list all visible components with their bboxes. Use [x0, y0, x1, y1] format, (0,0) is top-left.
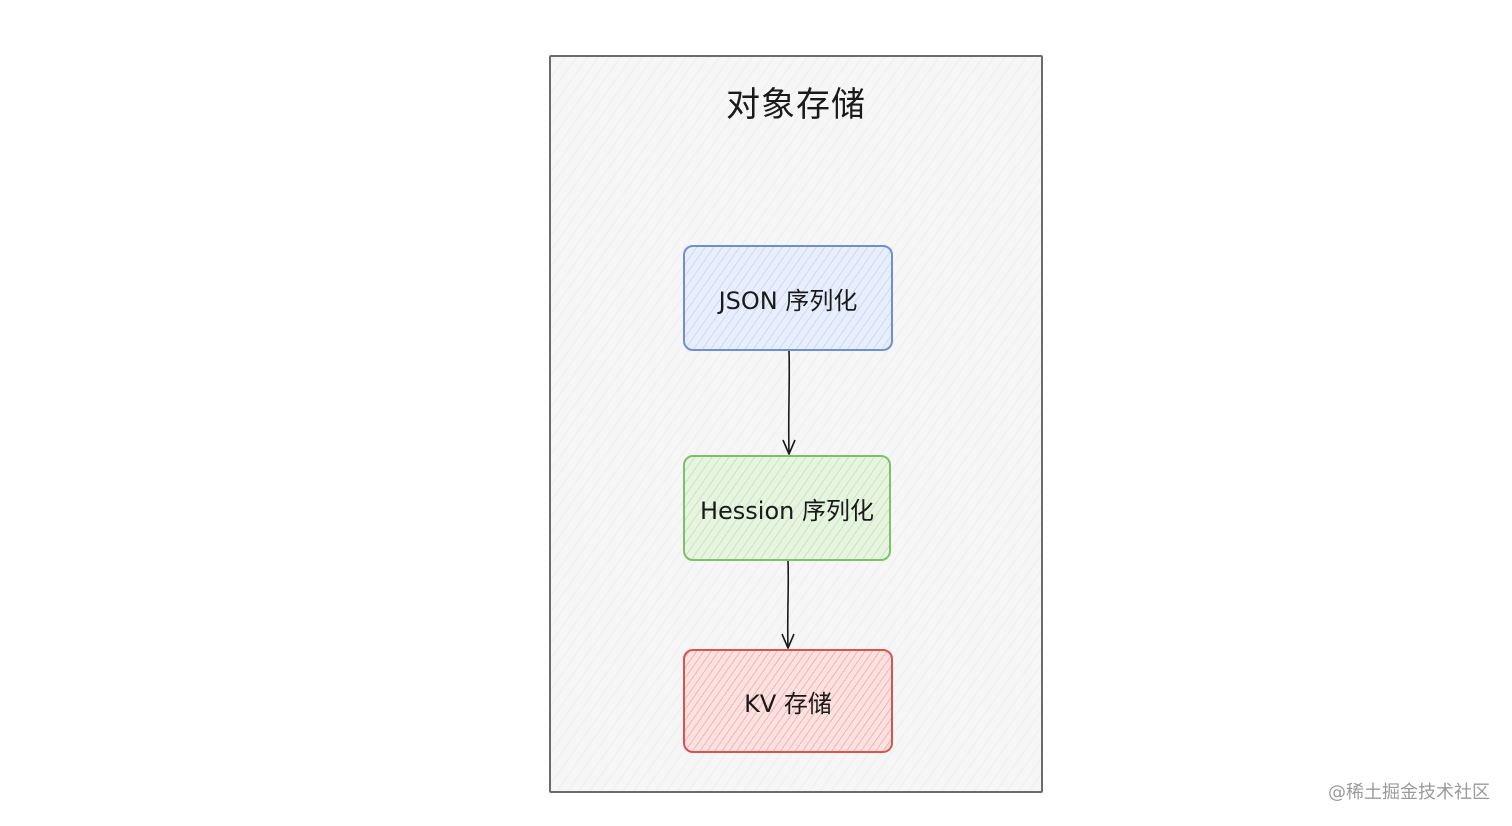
hessian-serialization-node: Hession 序列化	[683, 455, 891, 561]
frame-title: 对象存储	[726, 85, 866, 125]
arrow-json-to-hessian	[782, 350, 796, 455]
hessian-serialization-label: Hession 序列化	[699, 496, 874, 525]
kv-storage-node: KV 存储	[683, 649, 893, 753]
arrow-hessian-to-kv	[781, 560, 795, 649]
object-storage-frame: 对象存储 JSON 序列化 Hession 序列化 KV 存储	[549, 55, 1043, 793]
json-serialization-label: JSON 序列化	[718, 286, 858, 315]
json-serialization-node: JSON 序列化	[683, 245, 893, 351]
watermark-text: @稀土掘金技术社区	[1328, 782, 1490, 803]
kv-storage-label: KV 存储	[744, 689, 832, 718]
